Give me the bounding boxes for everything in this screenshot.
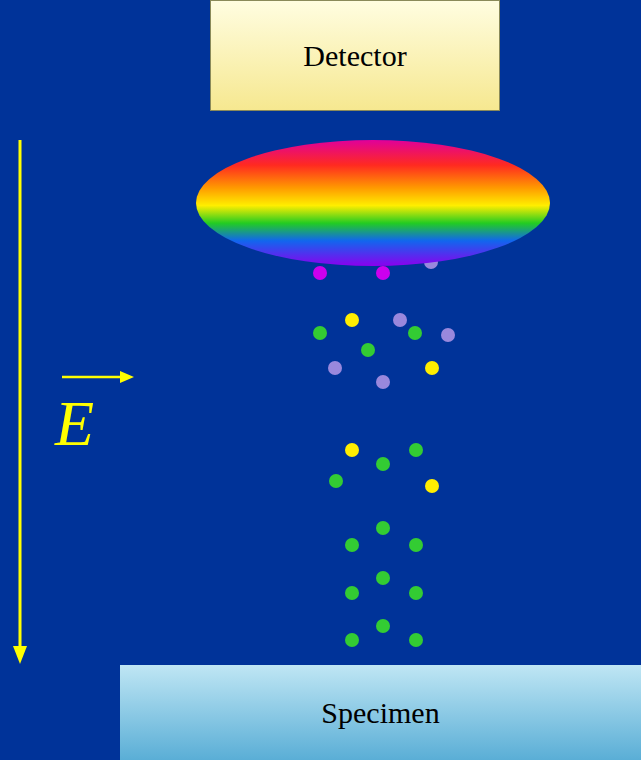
specimen-box: Specimen	[120, 665, 641, 760]
detector-box: Detector	[210, 0, 500, 111]
box-label: Detector	[303, 39, 406, 73]
ion-dot	[313, 266, 327, 280]
box-label: Specimen	[321, 696, 439, 730]
ion-cloud	[196, 140, 550, 266]
vector-arrowhead	[120, 371, 134, 383]
ion-dot	[393, 313, 407, 327]
ion-dot	[345, 313, 359, 327]
ion-dot	[345, 443, 359, 457]
ion-dot	[425, 361, 439, 375]
ion-dot	[329, 474, 343, 488]
ion-dot	[441, 328, 455, 342]
ion-dot	[376, 571, 390, 585]
ion-dot	[345, 633, 359, 647]
ion-dot	[409, 538, 423, 552]
field-symbol: E	[55, 392, 94, 456]
ion-dot	[409, 633, 423, 647]
ion-dot	[376, 266, 390, 280]
ion-dot	[345, 538, 359, 552]
ion-dot	[328, 361, 342, 375]
ion-dot	[376, 457, 390, 471]
vector-arrow	[62, 376, 124, 379]
field-arrowhead	[13, 646, 27, 664]
ion-dot	[408, 326, 422, 340]
ion-dot	[409, 586, 423, 600]
ion-dot	[376, 375, 390, 389]
ion-dot	[361, 343, 375, 357]
ion-dot	[313, 326, 327, 340]
ion-dot	[345, 586, 359, 600]
ion-dot	[376, 521, 390, 535]
field-arrow	[19, 140, 22, 648]
ion-dot	[425, 479, 439, 493]
ion-dot	[409, 443, 423, 457]
ion-dot	[376, 619, 390, 633]
ion-dots	[313, 255, 455, 647]
